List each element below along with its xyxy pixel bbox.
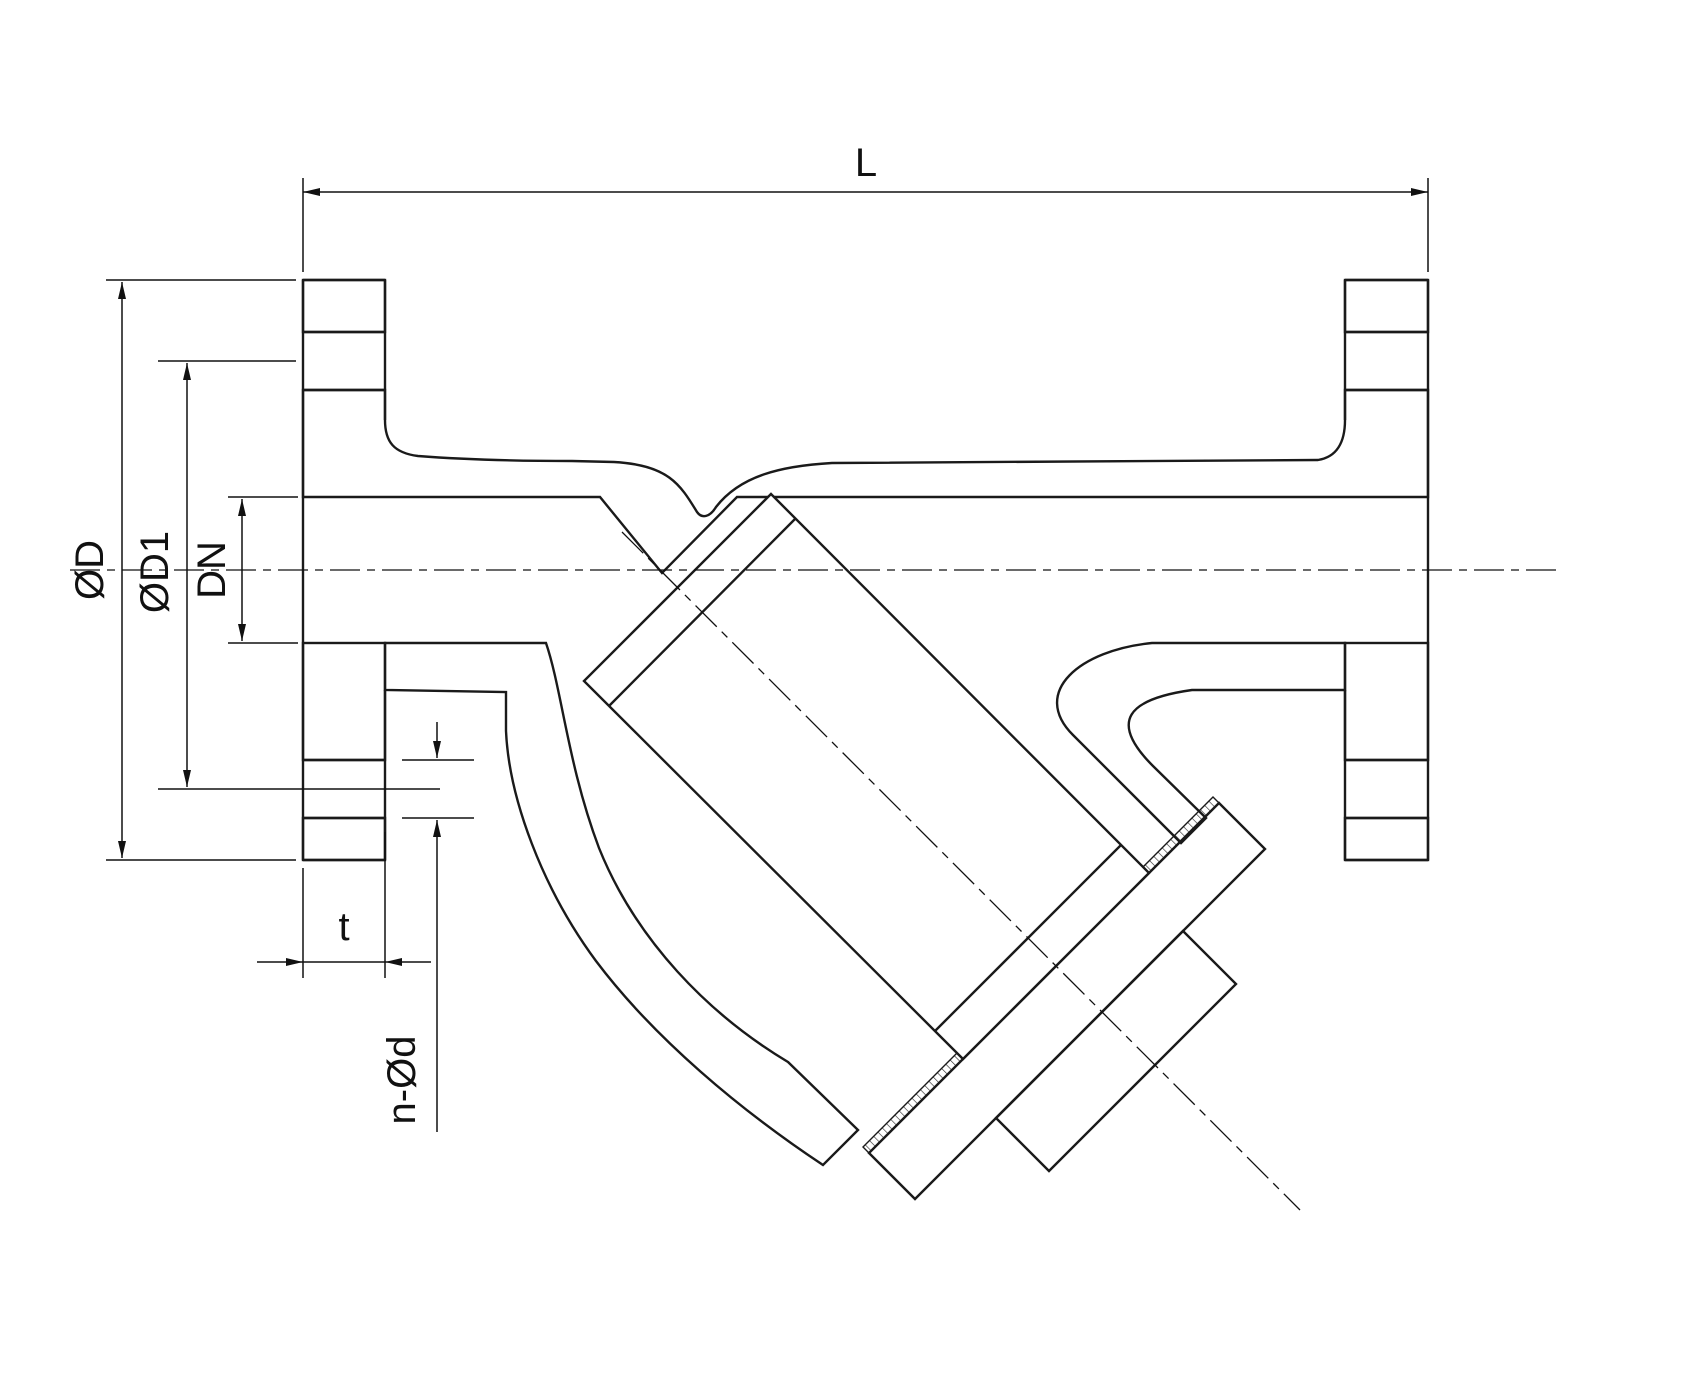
dimension-label-n-Od: n-Ød [380, 1036, 424, 1125]
dimension-label-OD1: ØD1 [133, 531, 177, 613]
dimension-t: t [257, 832, 431, 978]
dimension-OD: ØD [68, 279, 296, 861]
centerlines [70, 531, 1560, 1211]
dimension-label-OD: ØD [68, 540, 112, 600]
dimension-DN: DN [190, 496, 298, 644]
dimension-L: L [302, 141, 1429, 272]
right-flange-bottom-rim [1343, 816, 1430, 862]
right-flange-top-rim [1343, 278, 1430, 334]
dimension-label-DN: DN [190, 541, 234, 599]
left-flange-lower-section [301, 641, 387, 762]
valve-body-geometry [301, 278, 1430, 1201]
cap-plug [994, 929, 1238, 1173]
dimension-n-Od: n-Ød [380, 722, 474, 1132]
branch-axis-centerline [621, 531, 1301, 1211]
upper-wall-section [301, 388, 1430, 575]
dimension-OD1: ØD1 [133, 360, 440, 790]
left-flange-top-rim [301, 278, 387, 334]
lower-left-wall-bowl [383, 641, 860, 1167]
left-flange-bottom-rim [301, 816, 387, 862]
left-flange-outline [301, 278, 387, 862]
right-flange-lower-section [1343, 641, 1430, 762]
dimension-label-t: t [338, 905, 349, 949]
dimension-label-L: L [855, 141, 877, 185]
lower-right-wall-branch [1055, 641, 1347, 845]
